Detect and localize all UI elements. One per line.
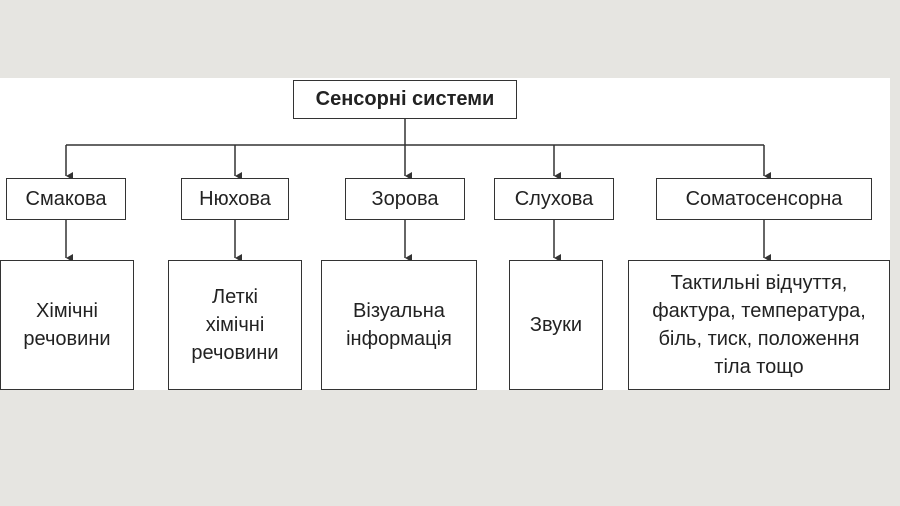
desc-auditory: Звуки: [509, 260, 603, 390]
node-label: Смакова: [25, 187, 107, 210]
desc-text: Візуальна інформація: [346, 300, 452, 350]
desc-text: Хімічні речовини: [23, 300, 111, 350]
node-label: Нюхова: [199, 187, 271, 210]
desc-text: Леткі хімічні речовини: [191, 286, 279, 364]
desc-text: Тактильні відчуття, фактура, температура…: [652, 272, 866, 378]
node-label: Соматосенсорна: [685, 187, 843, 210]
desc-visual: Візуальна інформація: [321, 260, 477, 390]
desc-smell: Леткі хімічні речовини: [168, 260, 302, 390]
node-taste-system: Смакова: [6, 178, 126, 220]
desc-text: Звуки: [529, 314, 583, 336]
node-label: Зорова: [371, 187, 439, 210]
node-auditory-system: Слухова: [494, 178, 614, 220]
desc-taste: Хімічні речовини: [0, 260, 134, 390]
node-label: Слухова: [514, 187, 594, 210]
node-visual-system: Зорова: [345, 178, 465, 220]
desc-somatosensory: Тактильні відчуття, фактура, температура…: [628, 260, 890, 390]
root-label: Сенсорні системи: [315, 88, 495, 110]
node-smell-system: Нюхова: [181, 178, 289, 220]
root-node-sensory-systems: Сенсорні системи: [293, 80, 517, 119]
node-somatosensory-system: Соматосенсорна: [656, 178, 872, 220]
